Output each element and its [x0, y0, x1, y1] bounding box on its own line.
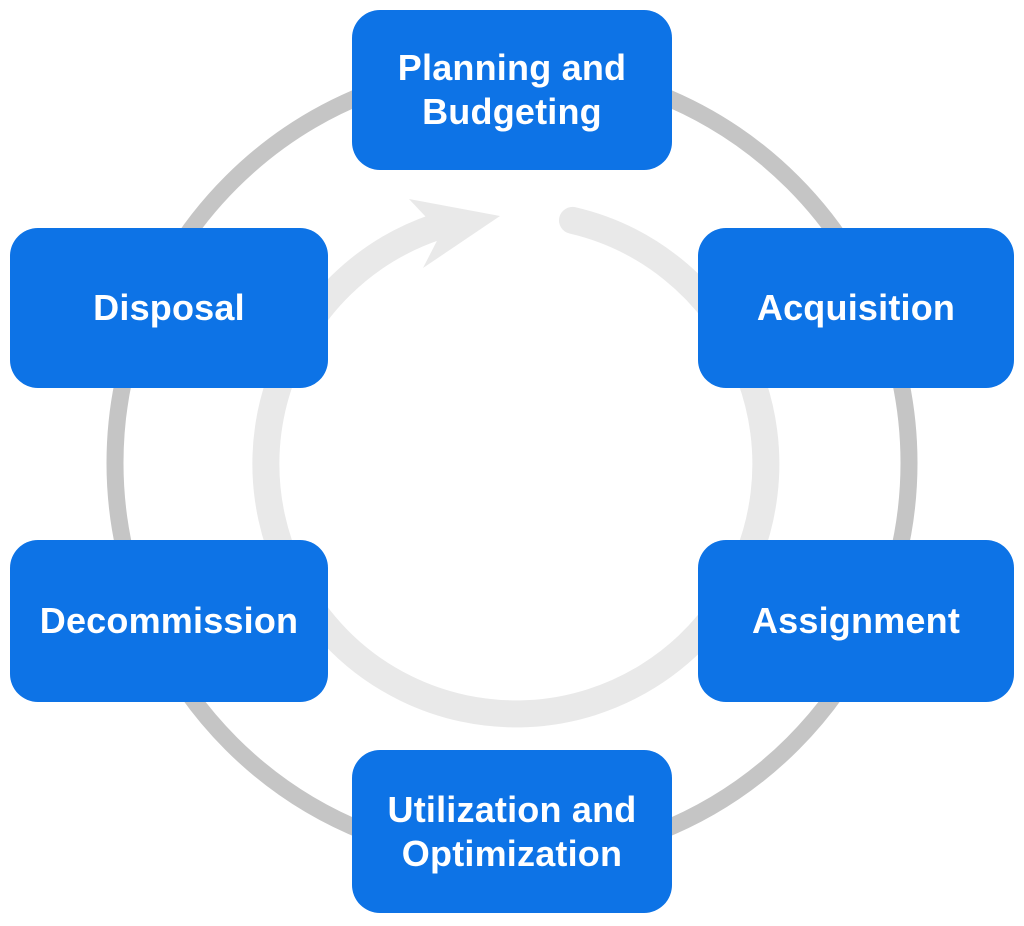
clockwise-arrowhead-icon [409, 199, 500, 268]
node-label: Acquisition [756, 287, 956, 329]
node-utilization-and-optimization: Utilization and Optimization [352, 750, 672, 913]
node-assignment: Assignment [698, 540, 1014, 702]
node-decommission: Decommission [10, 540, 328, 702]
node-label: Disposal [93, 287, 245, 329]
node-label: Decommission [39, 600, 299, 642]
node-label: Utilization and Optimization [387, 788, 637, 874]
node-label: Planning and Budgeting [397, 47, 627, 132]
node-acquisition: Acquisition [698, 228, 1014, 388]
node-planning-and-budgeting: Planning and Budgeting [352, 10, 672, 170]
node-label: Assignment [751, 600, 961, 642]
node-disposal: Disposal [10, 228, 328, 388]
inner-arrow-arc [252, 206, 780, 728]
outer-ring-circle [106, 57, 918, 869]
